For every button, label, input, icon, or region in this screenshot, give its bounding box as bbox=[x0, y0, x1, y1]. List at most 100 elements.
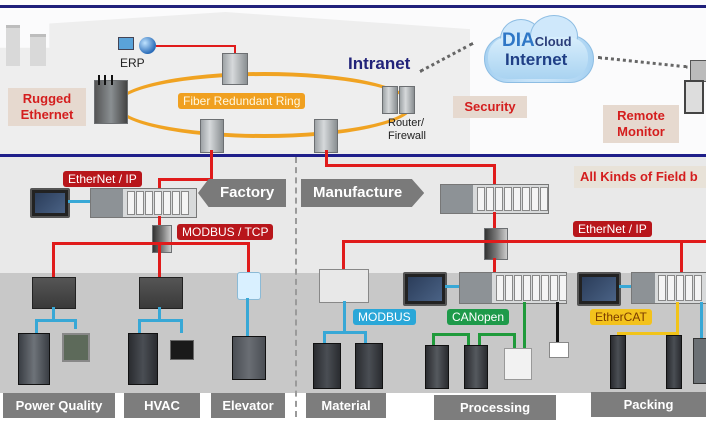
factory-manufacture-divider bbox=[295, 157, 297, 417]
io-slot bbox=[658, 275, 666, 301]
elevator-gateway bbox=[237, 272, 261, 300]
io-slot bbox=[667, 275, 675, 301]
io-slot bbox=[172, 191, 180, 215]
hvac-controller bbox=[170, 340, 194, 360]
canopen-drop-1 bbox=[432, 333, 435, 345]
modbus-label: MODBUS bbox=[353, 309, 416, 325]
erp-label: ERP bbox=[120, 56, 145, 70]
remote-line2: Monitor bbox=[617, 124, 665, 139]
io-slot bbox=[486, 187, 494, 211]
remote-display bbox=[549, 342, 569, 358]
fieldbus-banner: All Kinds of Field b bbox=[574, 166, 706, 188]
packing-hmi bbox=[577, 272, 621, 306]
material-drive-1 bbox=[313, 343, 341, 389]
manufacture-zone-label: Manufacture bbox=[301, 179, 425, 207]
manufacture-ethernet-ip-label: EtherNet / IP bbox=[573, 221, 652, 237]
antenna-icon bbox=[111, 75, 113, 85]
io-slot bbox=[504, 187, 512, 211]
cloud-logo-text: Cloud bbox=[534, 34, 572, 49]
group-label-packing: Packing bbox=[591, 392, 706, 417]
dia-logo-text: DIA bbox=[502, 30, 535, 51]
material-link bbox=[343, 301, 346, 333]
intranet-label: Intranet bbox=[348, 54, 411, 73]
remote-io-link bbox=[556, 302, 559, 342]
erp-link-drop bbox=[234, 45, 236, 55]
top-frame-line bbox=[0, 5, 706, 8]
io-slot bbox=[496, 275, 504, 301]
router-label-line2: Firewall bbox=[388, 130, 426, 142]
manufacture-drop-2 bbox=[493, 258, 496, 272]
servo-drive-1 bbox=[425, 345, 449, 389]
processing-hmi bbox=[403, 272, 447, 306]
io-slot bbox=[523, 275, 531, 301]
canopen-drop bbox=[523, 302, 526, 354]
factory-hmi-link bbox=[68, 200, 90, 203]
factory-plc-rack bbox=[90, 188, 197, 218]
manufacture-plc-rack bbox=[440, 184, 549, 214]
security-tag: Security bbox=[453, 96, 527, 118]
group-label-processing: Processing bbox=[434, 395, 556, 420]
group-label-material: Material bbox=[306, 393, 386, 418]
power-quality-drive bbox=[18, 333, 50, 385]
io-slot bbox=[505, 275, 513, 301]
manufacture-switch bbox=[484, 228, 508, 260]
material-drive-2 bbox=[355, 343, 383, 389]
io-slot bbox=[514, 275, 522, 301]
factory-drop-1 bbox=[52, 242, 55, 277]
zone-divider-line bbox=[0, 154, 706, 157]
packing-io-module bbox=[693, 338, 706, 384]
factory-zone-label: Factory bbox=[198, 179, 287, 207]
hvac-drive bbox=[128, 333, 158, 385]
material-link-h bbox=[323, 331, 367, 334]
canopen-bus-2 bbox=[478, 333, 516, 336]
manufacture-uplink bbox=[325, 150, 328, 166]
packing-blue-link bbox=[700, 302, 703, 340]
pq-link bbox=[52, 307, 55, 319]
remote-line1: Remote bbox=[617, 108, 665, 123]
factory-uplink-v bbox=[158, 178, 161, 190]
factory-bus bbox=[52, 242, 250, 245]
manufacture-uplink-h bbox=[325, 164, 496, 167]
hvac-link-h bbox=[138, 319, 183, 322]
router-label-line1: Router/ bbox=[388, 117, 425, 129]
tablet-icon bbox=[684, 80, 704, 114]
factory-ethernet-ip-label: EtherNet / IP bbox=[63, 171, 142, 187]
ethercat-bus bbox=[617, 332, 679, 335]
pq-link-l bbox=[35, 319, 38, 333]
factory-uplink bbox=[210, 150, 213, 180]
io-slot bbox=[513, 187, 521, 211]
factory-plc-to-switch bbox=[158, 216, 161, 226]
io-slot bbox=[685, 275, 693, 301]
rugged-ethernet-tag: Rugged Ethernet bbox=[8, 88, 86, 126]
antenna-icon bbox=[104, 75, 106, 85]
packing-servo-2 bbox=[666, 335, 682, 389]
io-slot bbox=[531, 187, 539, 211]
io-slot bbox=[522, 187, 530, 211]
canopen-drop-3 bbox=[478, 333, 481, 345]
cloud-brand: DIACloud bbox=[502, 30, 572, 52]
power-meter bbox=[62, 333, 90, 362]
firewall-icon bbox=[399, 86, 415, 114]
group-label-power-quality: Power Quality bbox=[3, 393, 115, 418]
material-link-l bbox=[323, 331, 326, 343]
remote-monitor-tag: Remote Monitor bbox=[603, 105, 679, 143]
globe-icon bbox=[139, 37, 156, 54]
group-label-hvac: HVAC bbox=[124, 393, 200, 418]
packing-servo-1 bbox=[610, 335, 626, 389]
computer-icon bbox=[118, 37, 134, 50]
packing-plc-rack bbox=[631, 272, 706, 304]
io-slot bbox=[550, 275, 558, 301]
packing-hmi-link bbox=[619, 285, 631, 288]
material-plc bbox=[319, 269, 369, 303]
manufacture-bus bbox=[342, 240, 706, 243]
factory-modbus-tcp-label: MODBUS / TCP bbox=[177, 224, 274, 240]
manufacture-drop-3 bbox=[680, 240, 683, 272]
processing-plc-rack bbox=[459, 272, 567, 304]
ethercat-label: EtherCAT bbox=[590, 309, 652, 325]
processing-hmi-link bbox=[445, 285, 459, 288]
rugged-gateway bbox=[94, 80, 128, 124]
factory-uplink-h bbox=[158, 178, 213, 181]
manufacture-drop-1 bbox=[342, 240, 345, 270]
router-label: Router/ Firewall bbox=[388, 117, 426, 143]
canopen-label: CANopen bbox=[447, 309, 510, 325]
